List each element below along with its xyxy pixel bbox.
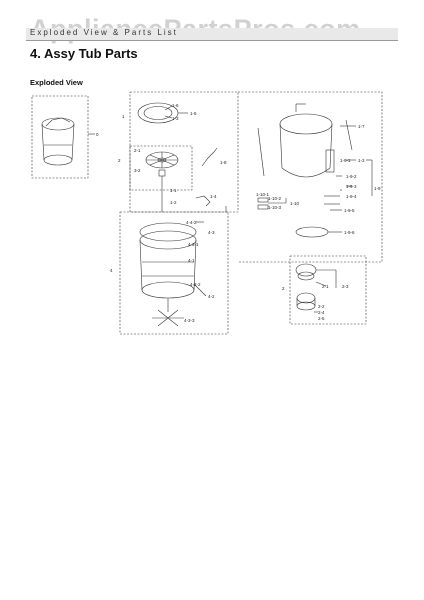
group-2-frame <box>129 145 193 191</box>
callout-2-1: 2-1 <box>134 148 141 153</box>
callout-1-3-right: 1-3 <box>358 158 365 163</box>
group-2-lower-frame <box>289 255 367 325</box>
callout-4-3-3: 4-3-3 <box>184 318 195 323</box>
callout-0: 0 <box>96 132 99 137</box>
callout-1-4: 1-4 <box>210 194 217 199</box>
callout-2-5: 2-5 <box>318 316 325 321</box>
callout-1-9-3: 1-9-3 <box>346 184 357 189</box>
callout-4-2-2: 4-2-2 <box>190 282 201 287</box>
callout-4-3: 4-3 <box>208 230 215 235</box>
group-1-right-frame <box>238 91 383 263</box>
header-text: Exploded View & Parts List <box>30 28 178 37</box>
callout-1-2: 1-2 <box>170 200 177 205</box>
callout-2-2: 2-2 <box>318 304 325 309</box>
callout-4-2: 4-2 <box>208 294 215 299</box>
callout-1-9-5: 1-9-5 <box>344 208 355 213</box>
header-bar <box>26 28 398 41</box>
callout-4: 4 <box>110 268 113 273</box>
suspension-rod-right <box>345 119 353 151</box>
exploded-view-label: Exploded View <box>30 78 83 87</box>
clutch-assembly-drawing <box>295 263 317 311</box>
callout-1: 1 <box>122 114 125 119</box>
group-4-frame <box>119 211 229 335</box>
callout-1-10: 1-10 <box>290 201 300 206</box>
pulsator-drawing <box>152 309 184 327</box>
outer-tub-drawing <box>279 113 335 178</box>
callout-1-1: 1-1 <box>170 188 177 193</box>
callout-1-10-1: 1-10-1 <box>256 192 270 197</box>
callout-4-1: 4-1 <box>188 258 195 263</box>
callout-2: 2 <box>118 158 121 163</box>
callout-1-5: 1-5 <box>190 111 197 116</box>
bracket-drawing <box>195 195 211 207</box>
tub-seal-drawing <box>295 226 329 238</box>
callout-2-4: 2-4 <box>318 310 325 315</box>
suspension-rod-left <box>257 127 265 177</box>
inset-tub-drawing <box>41 117 75 166</box>
callout-1-10-3: 1-10-3 <box>268 205 282 210</box>
inset-frame <box>31 95 89 179</box>
section-title: 4. Assy Tub Parts <box>30 46 138 61</box>
callout-1-3: 1-3 <box>172 116 179 121</box>
callout-1-8: 1-8 <box>220 160 227 165</box>
callout-1-10-2: 1-10-2 <box>268 196 282 201</box>
pulsator-cover-drawing <box>145 151 179 169</box>
callout-1-9: 1-9 <box>374 186 381 191</box>
hose-drawing <box>201 147 218 167</box>
callout-3-2: 3-2 <box>134 168 141 173</box>
callout-4-4-2: 4-4-2 <box>186 220 197 225</box>
callout-2-lower: 2 <box>282 286 285 291</box>
group-1-frame <box>129 91 239 213</box>
callout-1-6: 1-6 <box>172 103 179 108</box>
callout-1-9-2: 1-9-2 <box>346 174 357 179</box>
callout-1-9-1: 1-9-1 <box>340 158 351 163</box>
callout-2-3: 2-3 <box>342 284 349 289</box>
callout-1-7: 1-7 <box>358 124 365 129</box>
callout-2-1-lower: 2-1 <box>322 284 329 289</box>
callout-1-9-4: 1-9-4 <box>346 194 357 199</box>
callout-1-9-6: 1-9-6 <box>344 230 355 235</box>
callout-4-3-1: 4-3-1 <box>188 242 199 247</box>
